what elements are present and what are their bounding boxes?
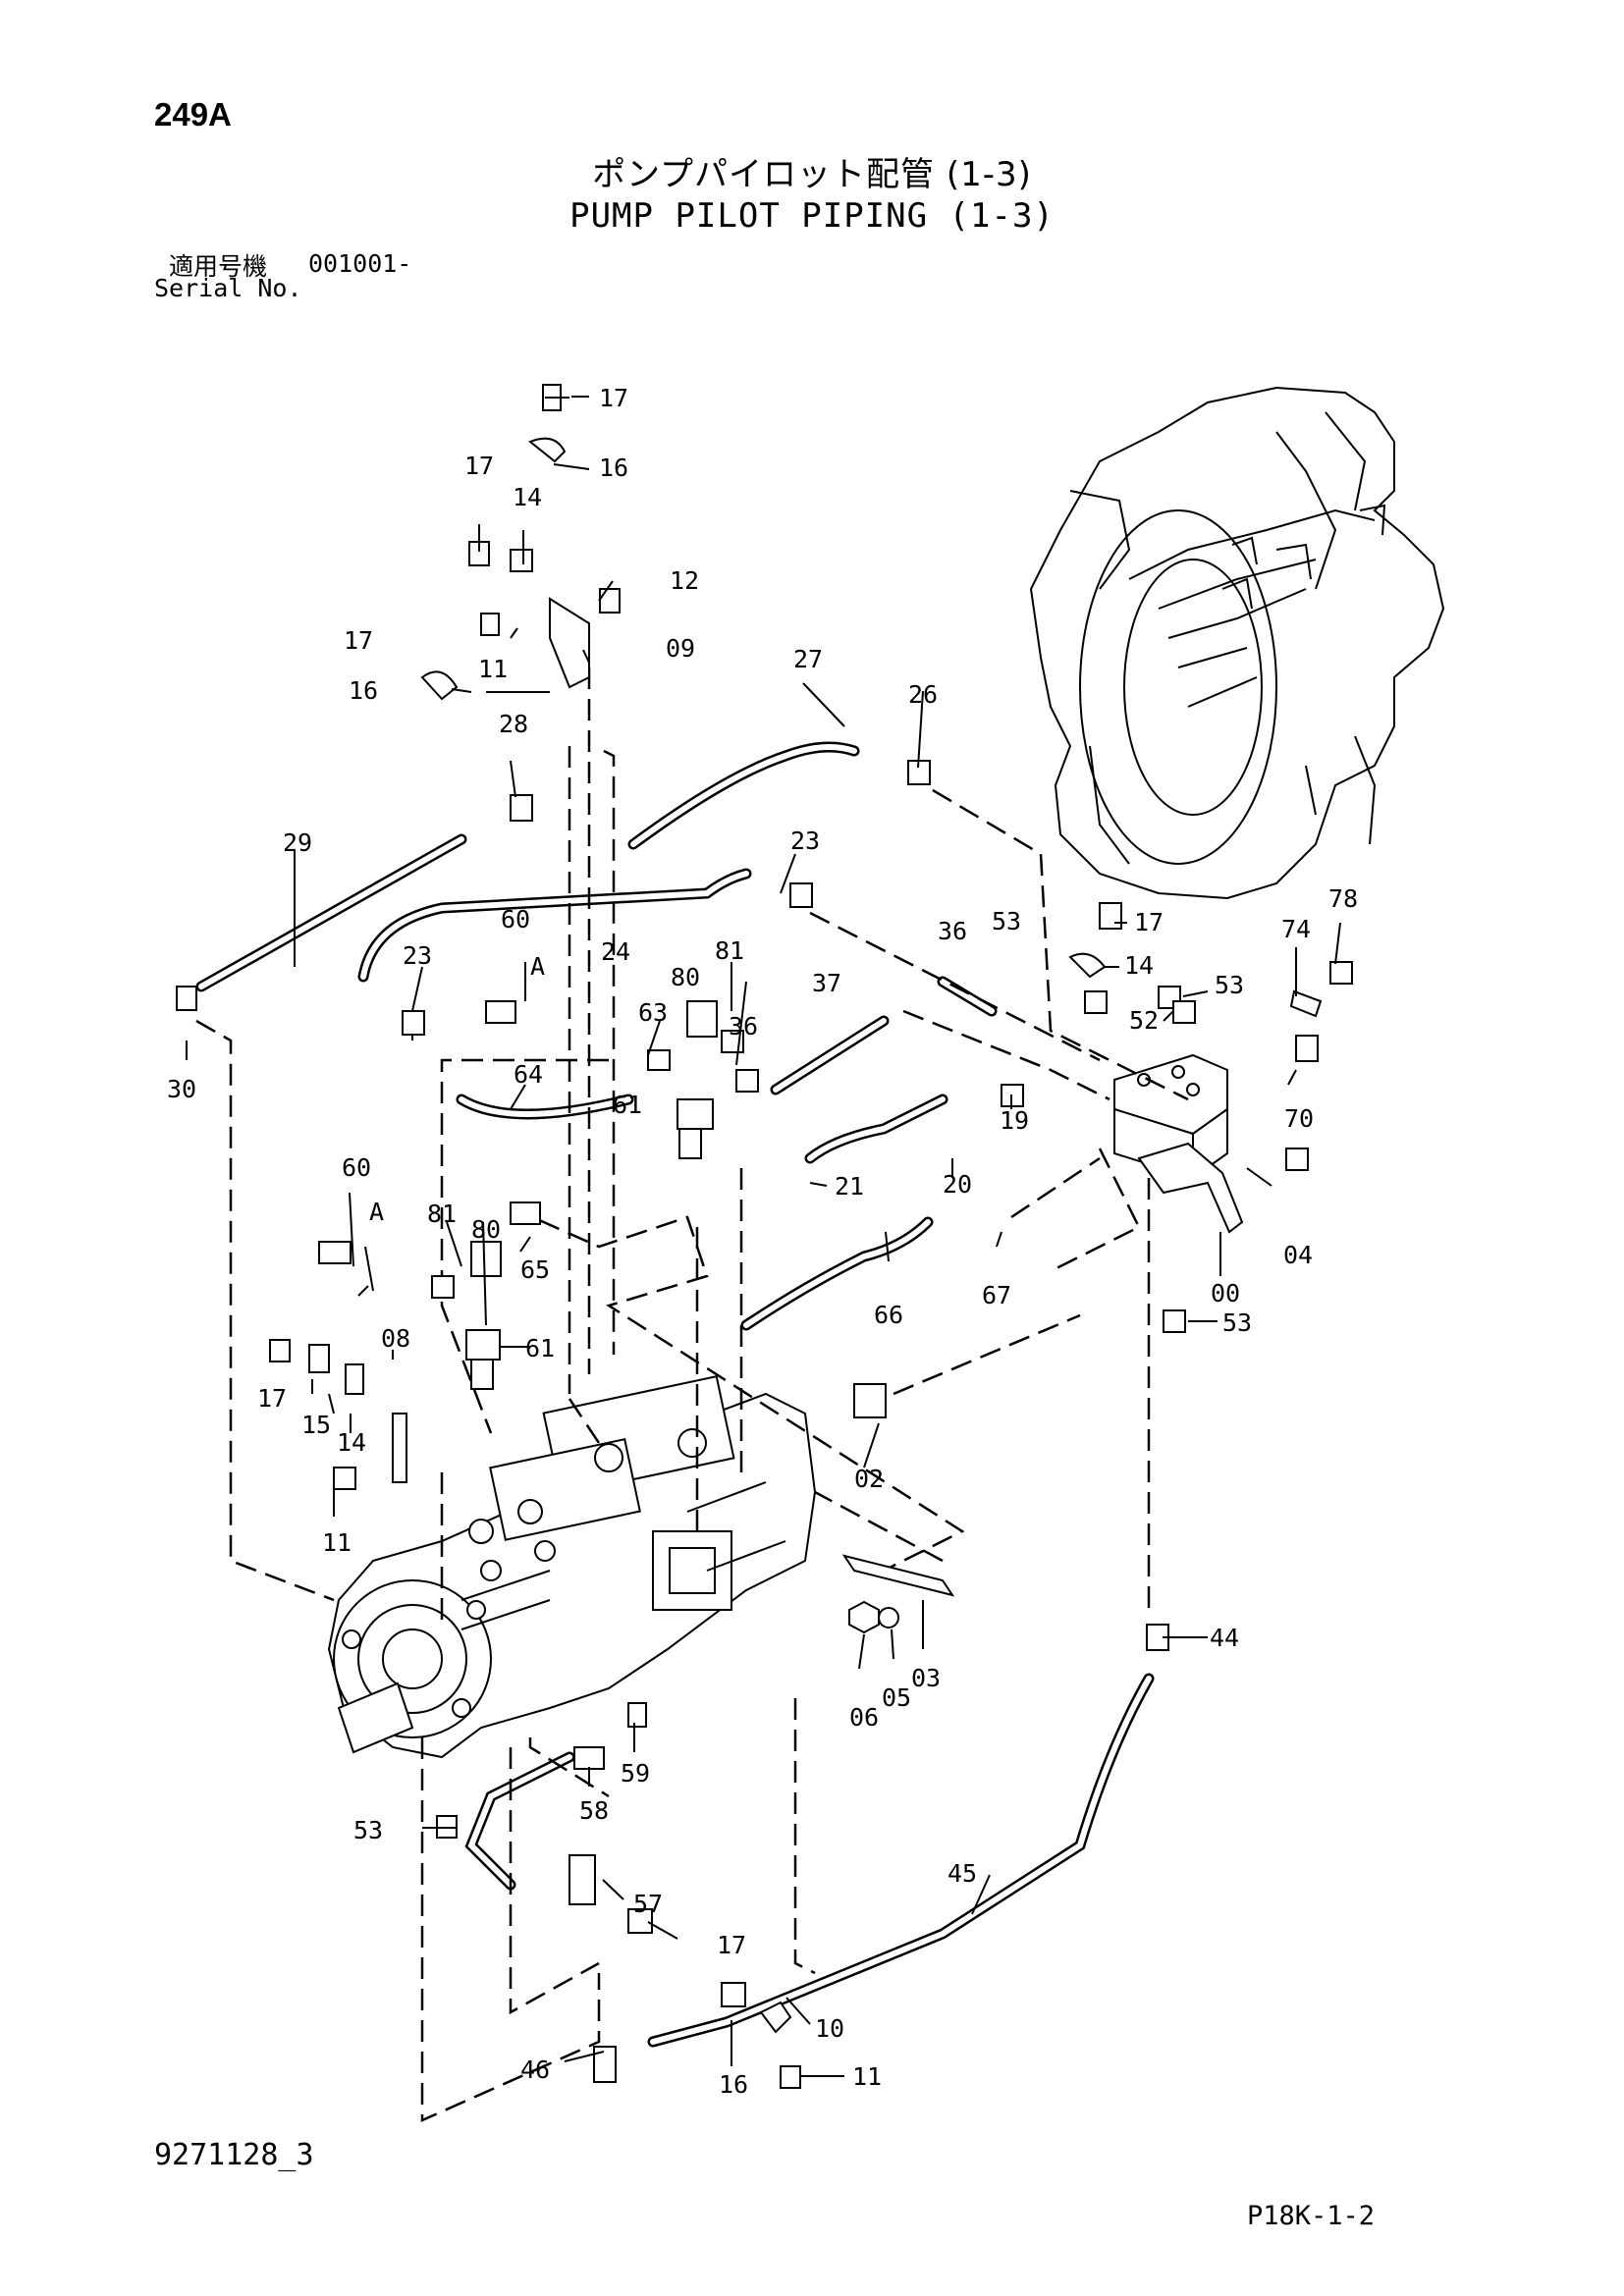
callout-label: 19 — [1000, 1106, 1029, 1135]
page-code: P18K-1-2 — [1247, 2201, 1376, 2231]
hoses — [195, 741, 1155, 2048]
callout-label: 15 — [301, 1411, 331, 1439]
callout-label: 16 — [719, 2070, 748, 2099]
title-japanese: ポンプパイロット配管 (1-3) — [592, 155, 1032, 194]
callout-label: 06 — [849, 1703, 879, 1732]
callout-label: 65 — [520, 1255, 550, 1284]
callout-label: 23 — [403, 941, 432, 970]
callout-label: 57 — [633, 1890, 663, 1918]
callout-label: 12 — [670, 566, 699, 595]
callout-label: 11 — [852, 2062, 882, 2091]
callout-label: 11 — [322, 1528, 352, 1557]
routing-lines — [195, 667, 1189, 2122]
callout-label: 58 — [579, 1796, 609, 1825]
callout-label: 36 — [729, 1012, 758, 1041]
callout-label: 36 — [938, 917, 967, 945]
callout-label: 21 — [835, 1172, 864, 1201]
callout-label: 03 — [911, 1664, 941, 1692]
callout-label: 81 — [427, 1200, 457, 1228]
fittings — [176, 384, 1353, 2089]
callout-label: 61 — [525, 1334, 555, 1362]
callout-label: 17 — [257, 1384, 287, 1413]
callout-label: 80 — [471, 1215, 501, 1244]
callout-label: 59 — [621, 1759, 650, 1788]
pilot-valve-block — [1113, 1053, 1244, 1234]
callout-label: 80 — [671, 963, 700, 991]
callout-label: 60 — [501, 905, 530, 934]
main-pump-assembly — [327, 1374, 817, 1759]
serial-label-english: Serial No. — [154, 274, 302, 302]
callout-label: 44 — [1210, 1624, 1239, 1652]
callout-label: 17 — [464, 452, 494, 480]
callout-label: 05 — [882, 1683, 911, 1712]
callout-label: 61 — [613, 1091, 642, 1119]
callout-label: 26 — [908, 680, 938, 709]
callout-label: 74 — [1281, 915, 1311, 943]
callout-label: 16 — [349, 676, 378, 705]
serial-number-range: 001001- — [308, 249, 412, 278]
callout-label: 60 — [342, 1153, 371, 1182]
callout-label: 78 — [1328, 884, 1358, 913]
drawing-code: 9271128_3 — [154, 2138, 314, 2172]
engine-outline — [1029, 386, 1445, 900]
callout-label: 29 — [283, 828, 312, 857]
callout-label: 53 — [992, 907, 1021, 935]
callout-label: 64 — [514, 1060, 543, 1089]
page-number: 249A — [154, 96, 232, 133]
callout-label: 11 — [478, 655, 508, 683]
leader-lines — [186, 396, 1341, 2077]
callout-label: 63 — [638, 998, 668, 1027]
callout-label: 17 — [599, 384, 628, 412]
callout-label: 53 — [1222, 1308, 1252, 1337]
callout-label: 66 — [874, 1301, 903, 1329]
callout-label: 52 — [1129, 1006, 1159, 1035]
callout-label: 24 — [601, 937, 630, 966]
callout-label: 20 — [943, 1170, 972, 1199]
callout-label: 17 — [1134, 908, 1164, 936]
callout-label: 53 — [353, 1816, 383, 1844]
callout-label: 81 — [715, 936, 744, 965]
callout-label: 17 — [344, 626, 373, 655]
callout-label: 02 — [854, 1465, 884, 1493]
callout-label: 37 — [812, 969, 841, 997]
callout-label: 14 — [1124, 951, 1154, 980]
callout-label: 08 — [381, 1324, 410, 1353]
serial-label-japanese: 適用号機 — [169, 252, 268, 281]
callout-label: 10 — [815, 2014, 844, 2043]
callout-label: 04 — [1283, 1241, 1313, 1269]
callout-labels: 17 16 17 14 12 09 17 11 16 27 26 28 29 2… — [167, 384, 1358, 2099]
callout-label: 09 — [666, 634, 695, 663]
title-english: PUMP PILOT PIPING (1-3) — [569, 196, 1055, 236]
callout-label: 17 — [717, 1931, 746, 1959]
callout-label: 00 — [1211, 1279, 1240, 1308]
callout-label: 28 — [499, 710, 528, 738]
callout-label: 27 — [793, 645, 823, 673]
callout-label: A — [530, 952, 545, 981]
callout-label: 45 — [947, 1859, 977, 1888]
callout-label: 23 — [790, 827, 820, 855]
callout-label: 67 — [982, 1281, 1011, 1309]
callout-label: 14 — [513, 483, 542, 511]
callout-label: 53 — [1215, 971, 1244, 999]
callout-label: A — [369, 1198, 384, 1226]
callout-label: 30 — [167, 1075, 196, 1103]
callout-label: 16 — [599, 454, 628, 482]
callout-label: 46 — [520, 2056, 550, 2084]
callout-label: 70 — [1284, 1104, 1314, 1133]
callout-label: 14 — [337, 1428, 366, 1457]
